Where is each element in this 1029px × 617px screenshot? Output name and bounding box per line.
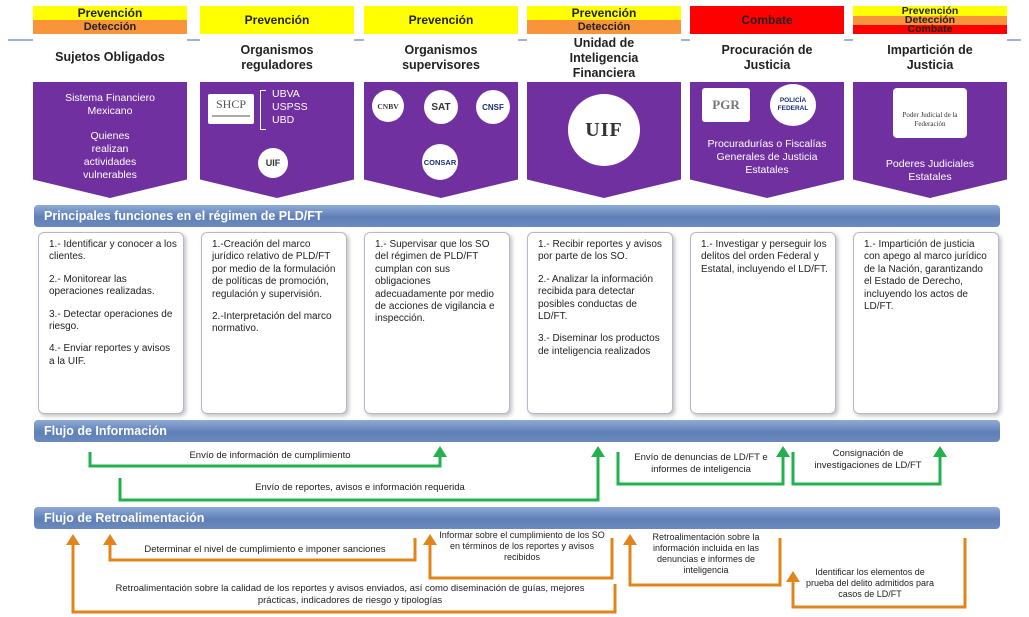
function-item: 1.- Recibir reportes y avisos por parte … xyxy=(538,239,662,263)
function-item: 1.- Investigar y perseguir los delitos d… xyxy=(701,239,828,275)
actor-panel: PGR POLICÍA FEDERAL Procuradurías o Fisc… xyxy=(690,82,844,198)
function-item: 2.- Analizar la información recibida par… xyxy=(538,273,654,323)
column-organismos-supervisores: Prevención Organismos supervisores CNBV … xyxy=(364,6,518,198)
sat-logo: SAT xyxy=(424,90,458,124)
actor-text: Quienes realizan actividades vulnerables xyxy=(83,130,137,181)
tag-prevencion: Prevención xyxy=(364,6,518,34)
tag-prevencion: Prevención xyxy=(200,6,354,34)
tag-prevencion: Prevención xyxy=(853,6,1007,16)
column-imparticion-justicia: Prevención Detección Combate Impartición… xyxy=(853,6,1007,198)
info-flow-label: Consignación de investigaciones de LD/FT xyxy=(814,448,922,471)
info-arrowheads xyxy=(433,446,947,457)
info-flow-label: Envío de denuncias de LD/FT e informes d… xyxy=(634,452,768,475)
function-item: 1.- Supervisar que los SO del régimen de… xyxy=(375,239,495,325)
column-uif: Prevención Detección Unidad de Inteligen… xyxy=(527,6,681,198)
arrow-elementos xyxy=(791,538,967,609)
uif-logo: UIF xyxy=(568,94,640,166)
column-title: Unidad de Inteligencia Financiera xyxy=(527,34,681,82)
actor-text: Procuradurías o Fiscalías Generales de J… xyxy=(707,138,827,176)
unit-code: UBD xyxy=(272,114,295,126)
function-box: 1.- Recibir reportes y avisos por parte … xyxy=(527,232,673,414)
feedback-flow-label: Retroalimentación sobre la información i… xyxy=(652,532,760,575)
band-flujo-informacion: Flujo de Información xyxy=(34,420,1000,442)
function-item: 2.- Monitorear las operaciones realizada… xyxy=(49,273,155,298)
function-item: 1.-Creación del marco jurídico relativo … xyxy=(212,239,336,300)
function-item: 4.- Enviar reportes y avisos a la UIF. xyxy=(49,343,171,367)
function-item: 1.- Impartición de justicia con apego al… xyxy=(864,239,987,313)
cnbv-logo: CNBV xyxy=(372,90,404,122)
policia-federal-logo: POLICÍA FEDERAL xyxy=(770,84,816,126)
cnsf-logo: CNSF xyxy=(476,90,510,124)
actor-panel: Poder Judicial de la Federación Poderes … xyxy=(853,82,1007,198)
function-box: 1.- Identificar y conocer a los clientes… xyxy=(38,232,184,414)
arrow-informar xyxy=(428,538,614,580)
column-title: Sujetos Obligados xyxy=(33,34,187,80)
feedback-flow-label: Informar sobre el cumplimiento de los SO… xyxy=(439,530,605,562)
info-flow-label: Envío de reportes, avisos e información … xyxy=(255,482,465,493)
feedback-arrowheads xyxy=(66,534,800,582)
column-title: Impartición de Justicia xyxy=(853,34,1007,82)
uif-logo: UIF xyxy=(258,148,288,178)
column-title: Organismos supervisores xyxy=(364,34,518,82)
unit-code: USPSS xyxy=(272,101,308,113)
arrow-calidad xyxy=(71,543,617,614)
info-flow-arrows xyxy=(88,452,942,502)
feedback-flow-arrows xyxy=(71,538,967,614)
column-sujetos-obligados: Prevención Detección Sujetos Obligados S… xyxy=(33,6,187,198)
shcp-logo: SHCP xyxy=(208,94,254,124)
arrow-reportes xyxy=(118,455,600,502)
feedback-flow-label: Retroalimentación sobre la calidad de lo… xyxy=(115,583,585,606)
tag-deteccion: Detección xyxy=(33,20,187,34)
actor-panel: CNBV SAT CNSF CONSAR xyxy=(364,82,518,198)
arrow-denuncias xyxy=(616,452,785,486)
arrow-consignacion xyxy=(791,452,942,486)
function-item: 3.- Detectar operaciones de riesgo. xyxy=(49,308,173,333)
info-flow-label: Envío de información de cumplimiento xyxy=(189,450,351,461)
tag-combate: Combate xyxy=(690,6,844,34)
function-box: 1.- Supervisar que los SO del régimen de… xyxy=(364,232,510,414)
arrow-retro-denuncias xyxy=(628,538,782,587)
poder-judicial-logo: Poder Judicial de la Federación xyxy=(893,88,967,138)
consar-logo: CONSAR xyxy=(422,144,458,180)
column-title: Procuración de Justicia xyxy=(690,34,844,82)
actor-text: Sistema Financiero Mexicano xyxy=(65,92,155,117)
bracket-line xyxy=(260,90,266,130)
actor-panel: Sistema Financiero Mexicano Quienes real… xyxy=(33,82,187,198)
actor-panel: UIF xyxy=(527,82,681,198)
column-organismos-reguladores: Prevención Organismos reguladores SHCP U… xyxy=(200,6,354,198)
function-item: 1.- Identificar y conocer a los clientes… xyxy=(49,239,177,263)
unit-code: UBVA xyxy=(272,88,300,100)
feedback-flow-label: Identificar los elementos de prueba del … xyxy=(805,567,935,599)
arrow-cumplimiento xyxy=(88,452,442,468)
column-title: Organismos reguladores xyxy=(200,34,354,82)
tag-prevencion: Prevención xyxy=(33,6,187,20)
tag-combate: Combate xyxy=(853,24,1007,34)
feedback-flow-label: Determinar el nivel de cumplimiento e im… xyxy=(144,544,386,555)
function-box: 1.- Investigar y perseguir los delitos d… xyxy=(690,232,836,414)
actor-panel: SHCP UBVA USPSS UBD UIF xyxy=(200,82,354,198)
column-procuracion-justicia: Combate Procuración de Justicia PGR POLI… xyxy=(690,6,844,198)
band-flujo-retroalimentacion: Flujo de Retroalimentación xyxy=(34,507,1000,529)
tag-deteccion: Detección xyxy=(853,15,1007,25)
pgr-logo: PGR xyxy=(702,88,750,122)
tag-prevencion: Prevención xyxy=(527,6,681,20)
function-item: 3.- Diseminar los productos de inteligen… xyxy=(538,333,660,357)
arrow-sanciones xyxy=(108,538,417,562)
band-principales-funciones: Principales funciones en el régimen de P… xyxy=(34,205,1000,227)
tag-deteccion: Detección xyxy=(527,20,681,34)
actor-text: Poderes Judiciales Estatales xyxy=(885,158,975,183)
function-box: 1.- Impartición de justicia con apego al… xyxy=(853,232,999,414)
function-item: 2.-Interpretación del marco normativo. xyxy=(212,311,332,335)
function-box: 1.-Creación del marco jurídico relativo … xyxy=(201,232,347,414)
